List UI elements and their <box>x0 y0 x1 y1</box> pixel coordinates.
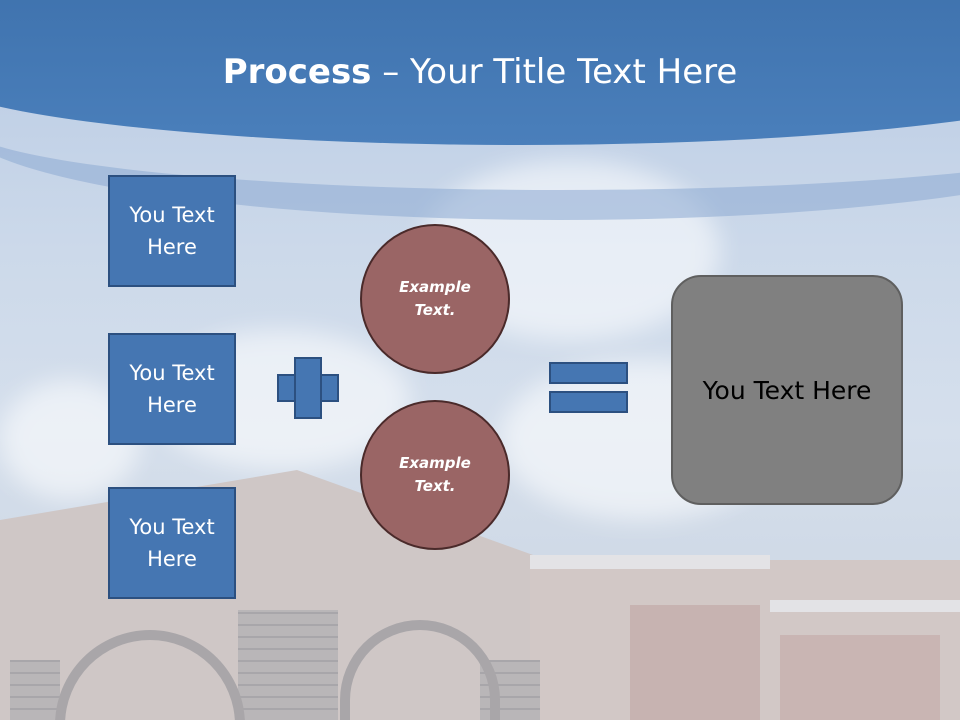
brick-column <box>10 660 60 720</box>
result-box[interactable]: You Text Here <box>671 275 903 505</box>
building-panel <box>630 605 760 720</box>
circle-line: Example <box>399 454 471 472</box>
box-line: Here <box>147 393 197 417</box>
circle-line: Example <box>399 278 471 296</box>
box-line: Here <box>147 235 197 259</box>
roof-trim <box>770 600 960 612</box>
circle-line: Text. <box>414 477 456 495</box>
box-line: You Text <box>129 203 215 227</box>
title-rest: – Your Title Text Here <box>371 52 738 92</box>
box-line: You Text <box>129 361 215 385</box>
roof-trim <box>530 555 770 569</box>
circle-line: Text. <box>414 301 456 319</box>
box-line: You Text <box>129 515 215 539</box>
title-bold: Process <box>222 52 372 92</box>
box-line: Here <box>147 547 197 571</box>
building-panel <box>780 635 940 720</box>
brick-column <box>238 610 338 720</box>
slide-title: Process – Your Title Text Here <box>0 52 960 92</box>
result-label: You Text Here <box>702 375 872 405</box>
